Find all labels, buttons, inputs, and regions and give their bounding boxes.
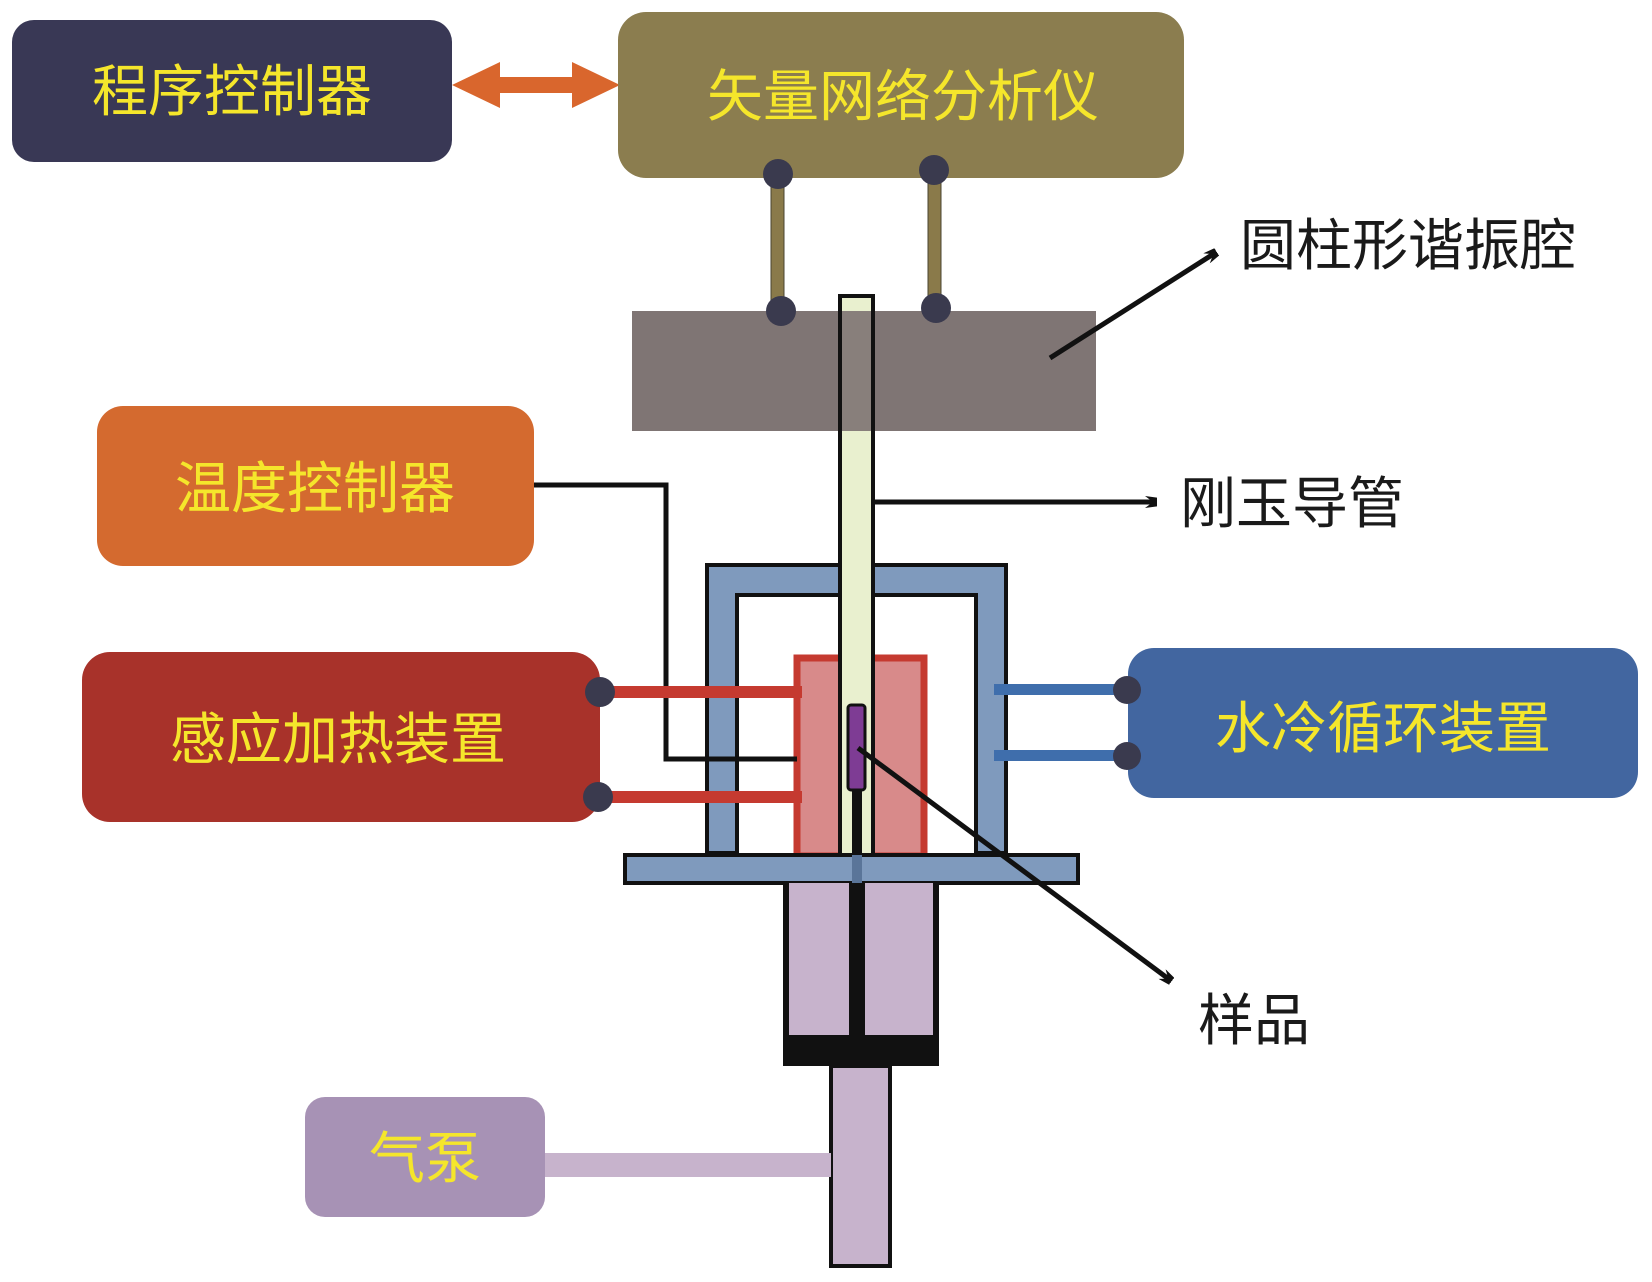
- connector-icon: [919, 155, 949, 185]
- vna-label: 矢量网络分析仪: [707, 65, 1099, 130]
- connector-icon: [585, 677, 615, 707]
- sample: [846, 703, 867, 792]
- connector-icon: [763, 159, 793, 189]
- pneumatic-cylinder: [783, 883, 939, 1268]
- tube-callout-label: 刚玉导管: [1180, 472, 1404, 537]
- air-pump-label: 气泵: [369, 1127, 481, 1192]
- cable-right: [927, 169, 942, 314]
- cavity-callout-arrow-icon: [1048, 253, 1215, 361]
- induction-heater-rect: [82, 652, 600, 822]
- program-controller-rect: [12, 20, 452, 162]
- vna-rect: [618, 12, 1184, 178]
- temperature-controller-label: 温度控制器: [175, 457, 455, 522]
- cable-left: [770, 172, 785, 314]
- heater-lead-bottom: [600, 791, 802, 803]
- bidirectional-arrow-icon: [452, 62, 620, 108]
- induction-heater-box: 感应加热装置: [82, 652, 600, 822]
- water-cooling-rect: [1128, 648, 1638, 798]
- program-controller-box: 程序控制器: [12, 20, 452, 162]
- temperature-controller-box: 温度控制器: [97, 406, 534, 566]
- program-controller-label: 程序控制器: [92, 60, 372, 125]
- connector-icon: [1113, 676, 1141, 704]
- air-pump-rect: [305, 1097, 545, 1217]
- vector-network-analyzer-box: 矢量网络分析仪: [618, 12, 1184, 178]
- piston-rod: [829, 1064, 892, 1268]
- connector-icon: [921, 293, 951, 323]
- heater-lead-top: [600, 686, 802, 698]
- connector-icon: [1113, 742, 1141, 770]
- sample-callout-arrow-icon: [856, 745, 1170, 980]
- cavity-callout-label: 圆柱形谐振腔: [1240, 214, 1576, 279]
- air-pump-box: 气泵: [305, 1097, 545, 1217]
- temperature-controller-rect: [97, 406, 534, 566]
- air-hose: [545, 1153, 831, 1177]
- sample-callout-label: 样品: [1198, 989, 1310, 1054]
- cooling-pipe-top: [994, 684, 1128, 695]
- induction-heater-label: 感应加热装置: [170, 708, 506, 773]
- connector-icon: [583, 782, 613, 812]
- vna-cables: [763, 155, 949, 314]
- connector-icon: [766, 296, 796, 326]
- water-cooling-box: 水冷循环装置: [1128, 648, 1638, 798]
- cooling-pipe-bottom: [994, 750, 1128, 761]
- water-cooling-label: 水冷循环装置: [1215, 697, 1551, 762]
